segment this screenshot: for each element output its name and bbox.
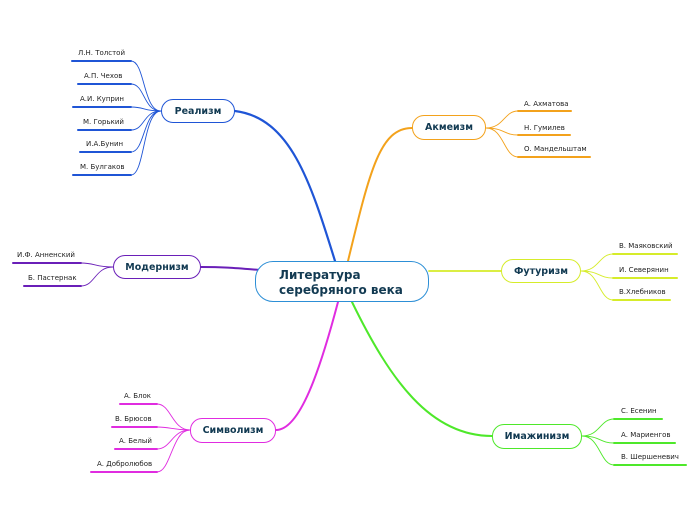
trunk-modernism (200, 266, 261, 271)
connector-symbolism-4 (156, 429, 191, 473)
branch-imaginism-label: Имажинизм (504, 431, 570, 442)
branch-modernism[interactable]: Модернизм (113, 255, 201, 279)
leaf-symbolism-2[interactable]: В. Брюсов (115, 415, 152, 423)
branch-realism-label: Реализм (174, 105, 222, 117)
leaf-acmeism-3[interactable]: О. Мандельштам (524, 145, 587, 153)
branch-realism[interactable]: Реализм (161, 99, 235, 123)
trunk-acmeism (347, 127, 413, 262)
connector-imaginism-1 (581, 418, 615, 437)
connector-acmeism-1 (485, 110, 519, 129)
trunk-realism (233, 109, 337, 263)
leaf-imaginism-1[interactable]: С. Есенин (621, 407, 657, 415)
leaf-realism-1[interactable]: Л.Н. Толстой (78, 49, 125, 57)
connector-symbolism-2 (156, 426, 191, 431)
leaf-imaginism-2[interactable]: А. Мариенгов (621, 431, 671, 439)
branch-symbolism[interactable]: Символизм (190, 418, 276, 443)
connector-symbolism-3 (156, 429, 191, 450)
connector-futurism-3 (580, 270, 614, 301)
connector-realism-5 (130, 110, 162, 153)
connector-modernism-1 (80, 262, 114, 268)
connector-modernism-2 (80, 266, 114, 287)
connector-symbolism-1 (156, 403, 191, 431)
leaf-realism-3[interactable]: А.И. Куприн (80, 95, 124, 103)
connector-acmeism-3 (485, 127, 519, 158)
leaf-imaginism-3[interactable]: В. Шершеневич (621, 453, 679, 461)
leaf-realism-2[interactable]: А.П. Чехов (84, 72, 123, 80)
branch-futurism[interactable]: Футуризм (501, 259, 581, 283)
central-topic-line-1: Литература (279, 268, 361, 282)
branch-acmeism[interactable]: Акмеизм (412, 115, 486, 140)
trunk-imaginism (351, 301, 493, 437)
branch-futurism-label: Футуризм (513, 265, 569, 277)
leaf-symbolism-3[interactable]: А. Белый (119, 437, 152, 445)
leaf-realism-4[interactable]: М. Горький (83, 118, 124, 126)
leaf-modernism-2[interactable]: Б. Пастернак (28, 274, 77, 282)
leaf-modernism-1[interactable]: И.Ф. Анненский (17, 251, 75, 259)
leaf-futurism-1[interactable]: В. Маяковский (619, 242, 673, 250)
trunk-symbolism (275, 301, 339, 431)
connector-imaginism-3 (581, 435, 615, 466)
leaf-acmeism-2[interactable]: Н. Гумилев (524, 124, 565, 132)
branch-acmeism-label: Акмеизм (425, 122, 473, 133)
leaf-symbolism-1[interactable]: А. Блок (124, 392, 152, 400)
leaf-realism-6[interactable]: М. Булгаков (80, 163, 125, 171)
leaf-realism-5[interactable]: И.А.Бунин (86, 140, 124, 148)
branch-imaginism[interactable]: Имажинизм (492, 424, 582, 449)
central-topic[interactable]: Литература серебряного века (255, 261, 429, 302)
leaf-symbolism-4[interactable]: А. Добролюбов (97, 460, 153, 468)
leaf-futurism-3[interactable]: В.Хлебников (619, 288, 666, 296)
connector-realism-6 (130, 110, 162, 176)
connector-realism-1 (130, 60, 162, 112)
leaf-futurism-2[interactable]: И. Северянин (619, 266, 669, 274)
leaf-acmeism-1[interactable]: А. Ахматова (524, 100, 569, 108)
connector-futurism-1 (580, 253, 614, 272)
connector-realism-3 (130, 106, 162, 112)
branch-symbolism-label: Символизм (202, 425, 264, 436)
central-topic-line-2: серебряного века (279, 283, 403, 297)
branch-modernism-label: Модернизм (125, 261, 189, 273)
connector-realism-2 (130, 83, 162, 112)
